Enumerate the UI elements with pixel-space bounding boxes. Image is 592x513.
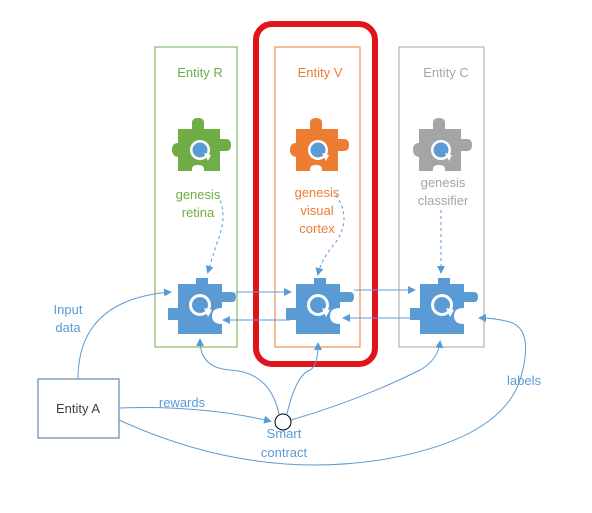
classifier-module-icon	[410, 278, 478, 334]
entity-v-title: Entity V	[298, 65, 343, 80]
genesis-classifier-line2: classifier	[418, 193, 469, 208]
genesis-retina-line1: genesis	[176, 187, 221, 202]
genesis-visual-line1: genesis	[295, 185, 340, 200]
visual-dashed-link	[315, 194, 345, 276]
genesis-visual-cortex-module-icon	[290, 118, 349, 171]
contract-to-retina-arrow	[196, 338, 280, 415]
genesis-classifier-module-icon	[413, 118, 472, 171]
entity-a-label: Entity A	[56, 401, 100, 416]
input-data-label-line1: Input	[54, 302, 83, 317]
rewards-label: rewards	[159, 395, 206, 410]
entity-c-title: Entity C	[423, 65, 469, 80]
rewards-arrow	[118, 407, 272, 424]
entity-r-title: Entity R	[177, 65, 223, 80]
labels-arrow	[118, 314, 527, 466]
entity-a-box	[37, 378, 120, 439]
contract-to-classifier-arrow	[290, 340, 444, 421]
labels-label: labels	[507, 373, 541, 388]
smart-contract-label-line2: contract	[261, 445, 308, 460]
genesis-retina-module-icon	[172, 118, 231, 171]
input-data-label-line2: data	[55, 320, 81, 335]
entity-r-box	[154, 46, 238, 348]
genesis-visual-line2: visual	[300, 203, 333, 218]
genesis-classifier-line1: genesis	[421, 175, 466, 190]
visual-module-icon	[286, 278, 354, 334]
input-data-arrow	[77, 288, 172, 380]
retina-module-icon	[168, 278, 236, 334]
retina-dashed-link	[205, 194, 224, 274]
genesis-visual-line3: cortex	[299, 221, 335, 236]
smart-contract-node-icon	[274, 413, 292, 431]
contract-to-visual-arrow	[286, 342, 322, 415]
smart-contract-label-line1: Smart	[267, 426, 302, 441]
genesis-retina-line2: retina	[182, 205, 215, 220]
